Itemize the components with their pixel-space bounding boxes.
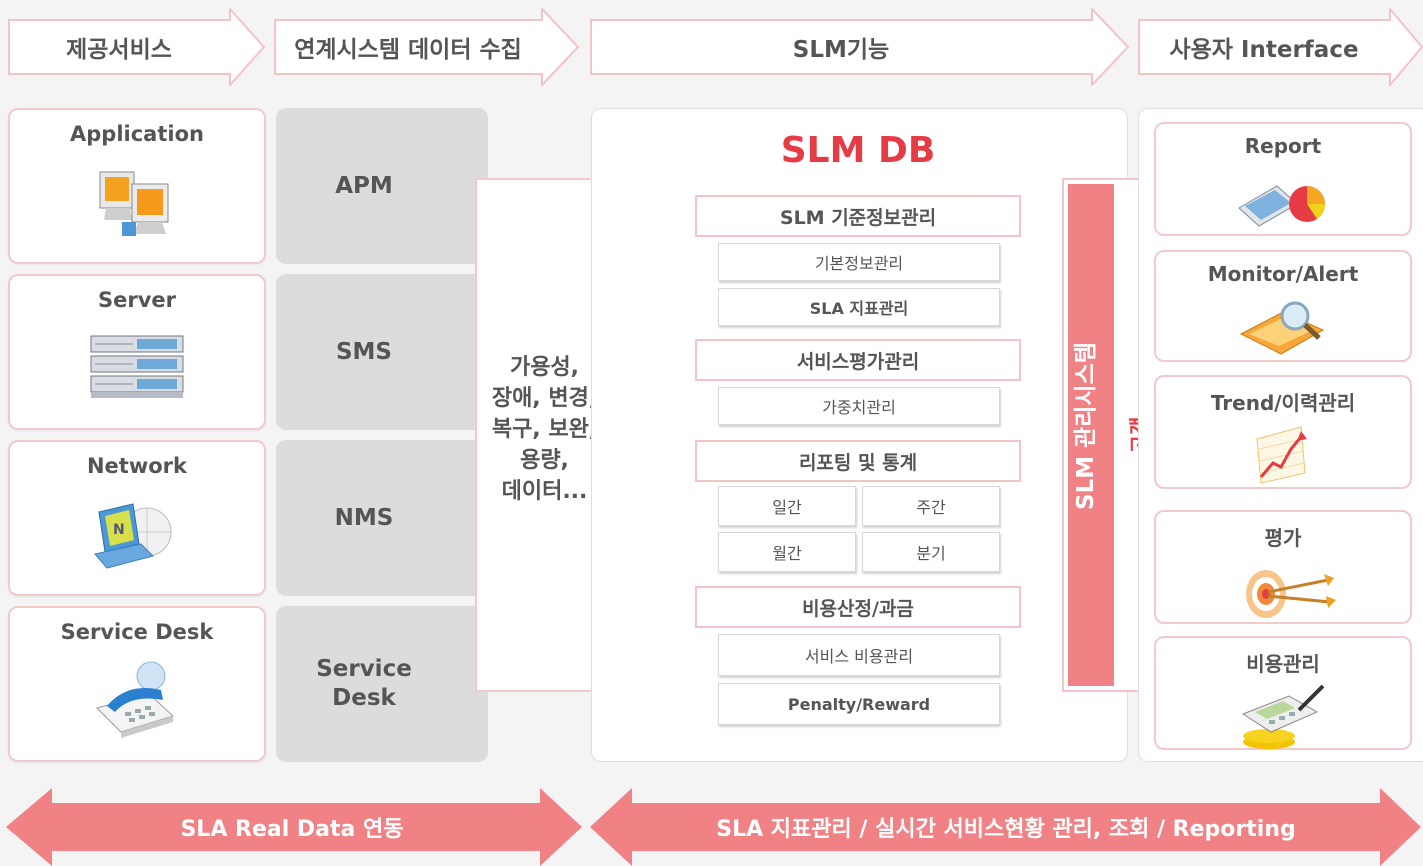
collected-data-line: 용량, xyxy=(520,448,569,473)
slm-system-label: SLM 관리시스템 xyxy=(1073,342,1099,510)
interface-label: Report xyxy=(1244,134,1322,158)
interface-label: Trend/이력관리 xyxy=(1210,391,1356,415)
source-card-network: Network N xyxy=(8,440,266,596)
collected-data-line: 복구, 보완, xyxy=(491,417,598,442)
slm-item-daily: 일간 xyxy=(718,486,856,526)
system-block-sms: SMS xyxy=(276,274,488,430)
header-provided-service: 제공서비스 xyxy=(8,8,266,86)
source-label: Server xyxy=(97,288,176,312)
service-desk-phone-icon xyxy=(87,660,187,748)
slm-db-title: SLM DB xyxy=(780,130,936,171)
system-block-service-desk: Service Desk xyxy=(276,606,488,762)
interface-card-monitor-alert: Monitor/Alert xyxy=(1154,250,1412,362)
footer-label-right: SLA 지표관리 / 실시간 서비스현황 관리, 조회 / Reporting xyxy=(716,817,1296,842)
interface-card-cost: 비용관리 xyxy=(1154,636,1412,750)
footer-arrow-right xyxy=(590,788,1421,866)
source-card-service-desk: Service Desk xyxy=(8,606,266,762)
application-computer-icon xyxy=(92,162,182,242)
footer-label-left: SLA Real Data 연동 xyxy=(180,817,404,842)
server-rack-icon xyxy=(85,328,189,408)
interface-card-report: Report xyxy=(1154,122,1412,236)
network-laptop-icon: N xyxy=(89,494,185,578)
slm-item: 기본정보관리 xyxy=(718,243,1000,281)
source-card-application: Application xyxy=(8,108,266,264)
slm-system-bar xyxy=(1068,184,1114,686)
collected-data-line: 가용성, xyxy=(509,355,580,380)
header-user-interface: 사용자 Interface xyxy=(1138,8,1423,86)
slm-item: 서비스 비용관리 xyxy=(718,634,1000,676)
slm-group-basic-info: SLM 기준정보관리 xyxy=(695,195,1021,237)
header-arrow-shape xyxy=(1138,8,1423,86)
source-label: Service Desk xyxy=(60,620,214,644)
slm-item: 가중치관리 xyxy=(718,387,1000,425)
footer-arrow-left xyxy=(6,788,582,866)
header-slm-function: SLM기능 xyxy=(590,8,1130,86)
slm-item-monthly: 월간 xyxy=(718,532,856,572)
header-label: 제공서비스 xyxy=(66,37,172,63)
system-label: Service Desk xyxy=(316,656,412,711)
header-arrow-shape xyxy=(274,8,580,86)
trend-graph-icon xyxy=(1243,419,1323,487)
system-label: SMS xyxy=(335,339,393,365)
slm-item-weekly: 주간 xyxy=(862,486,1000,526)
collected-data-text: 가용성, 장애, 변경, 복구, 보완, 용량, 데이터... xyxy=(475,352,614,507)
collected-data-line: 장애, 변경, xyxy=(491,386,598,411)
calculator-icon xyxy=(1233,680,1333,750)
interface-label: 평가 xyxy=(1264,526,1302,550)
header-linked-data: 연계시스템 데이터 수집 xyxy=(274,8,580,86)
svg-text:N: N xyxy=(113,522,125,538)
system-block-apm: APM xyxy=(276,108,488,264)
monitor-magnifier-icon xyxy=(1233,294,1333,360)
slm-group-cost: 비용산정/과금 xyxy=(695,586,1021,628)
interface-card-trend: Trend/이력관리 xyxy=(1154,375,1412,489)
header-arrow-shape xyxy=(590,8,1130,86)
header-label: 사용자 Interface xyxy=(1169,37,1359,63)
header-arrow-shape xyxy=(8,8,266,86)
interface-label: Monitor/Alert xyxy=(1207,262,1359,286)
slm-item: SLA 지표관리 xyxy=(718,288,1000,326)
slm-group-service-eval: 서비스평가관리 xyxy=(695,339,1021,381)
interface-card-evaluation: 평가 xyxy=(1154,510,1412,624)
slm-item-quarterly: 분기 xyxy=(862,532,1000,572)
source-label: Application xyxy=(70,122,204,146)
source-label: Network xyxy=(86,454,187,478)
target-icon xyxy=(1228,558,1338,622)
collected-data-box xyxy=(475,178,614,692)
interface-label: 비용관리 xyxy=(1246,652,1320,676)
header-label: SLM기능 xyxy=(792,37,890,63)
system-block-nms: NMS xyxy=(276,440,488,596)
source-card-server: Server xyxy=(8,274,266,430)
report-chart-icon xyxy=(1233,164,1333,234)
header-label: 연계시스템 데이터 수집 xyxy=(294,37,522,63)
slm-group-reporting: 리포팅 및 통계 xyxy=(695,440,1021,482)
system-label: APM xyxy=(335,173,393,199)
collected-data-line: 데이터... xyxy=(501,479,588,504)
system-label: NMS xyxy=(334,505,394,531)
slm-item: Penalty/Reward xyxy=(718,683,1000,725)
